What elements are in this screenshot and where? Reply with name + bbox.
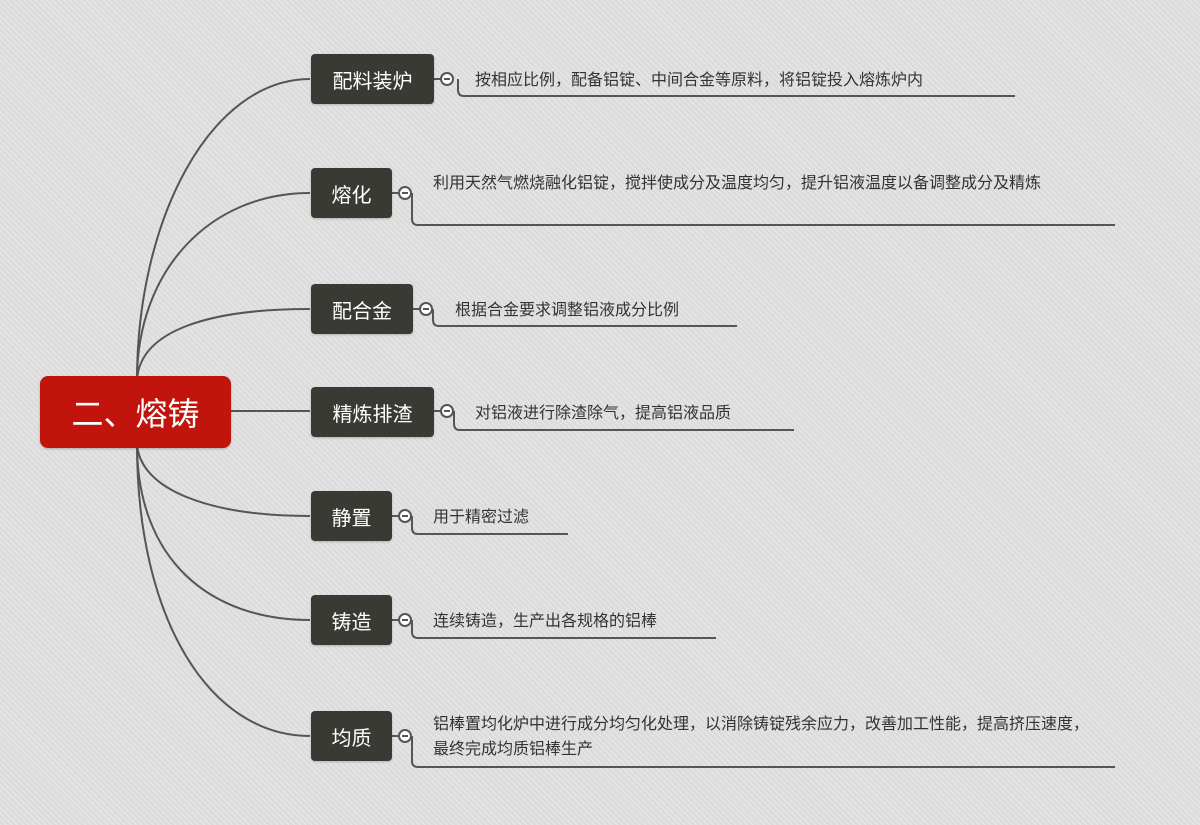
branch-line-6 [136, 443, 311, 737]
branch-line-2 [136, 308, 311, 381]
bracket-4 [411, 516, 568, 535]
branch-line-1 [136, 192, 311, 381]
step-node-casting[interactable]: 铸造 [311, 595, 392, 645]
step-node-batching[interactable]: 配料装炉 [311, 54, 434, 104]
step-description: 用于精密过滤 [433, 507, 530, 526]
step-node-standing[interactable]: 静置 [311, 491, 392, 541]
step-node-homogenizing[interactable]: 均质 [311, 711, 392, 761]
collapse-toggle-icon[interactable] [398, 186, 412, 200]
step-description: 按相应比例，配备铝锭、中间合金等原料，将铝锭投入熔炼炉内 [475, 70, 924, 89]
step-description: 利用天然气燃烧融化铝锭，搅拌使成分及温度均匀，提升铝液温度以备调整成分及精炼 [433, 173, 1042, 192]
step-description: 铝棒置均化炉中进行成分均匀化处理，以消除铸锭残余应力，改善加工性能，提高挤压速度… [433, 714, 1090, 758]
step-node-melting[interactable]: 熔化 [311, 168, 392, 218]
step-node-alloying[interactable]: 配合金 [311, 284, 413, 334]
step-description: 连续铸造，生产出各规格的铝棒 [433, 611, 658, 630]
root-node[interactable]: 二、熔铸 [40, 376, 231, 448]
bracket-6 [411, 736, 1115, 768]
step-node-refining[interactable]: 精炼排渣 [311, 387, 434, 437]
step-description: 根据合金要求调整铝液成分比例 [455, 300, 680, 319]
collapse-toggle-icon[interactable] [419, 302, 433, 316]
branch-line-4 [136, 443, 311, 517]
collapse-toggle-icon[interactable] [398, 729, 412, 743]
bracket-5 [411, 620, 716, 639]
branch-line-5 [136, 443, 311, 621]
branch-line-0 [136, 78, 311, 381]
bracket-0 [457, 79, 1015, 97]
collapse-toggle-icon[interactable] [398, 613, 412, 627]
step-description: 对铝液进行除渣除气，提高铝液品质 [475, 403, 732, 422]
bracket-1 [411, 193, 1115, 226]
collapse-toggle-icon[interactable] [398, 509, 412, 523]
collapse-toggle-icon[interactable] [440, 72, 454, 86]
collapse-toggle-icon[interactable] [440, 404, 454, 418]
bracket-2 [432, 309, 737, 327]
bracket-3 [453, 411, 794, 431]
